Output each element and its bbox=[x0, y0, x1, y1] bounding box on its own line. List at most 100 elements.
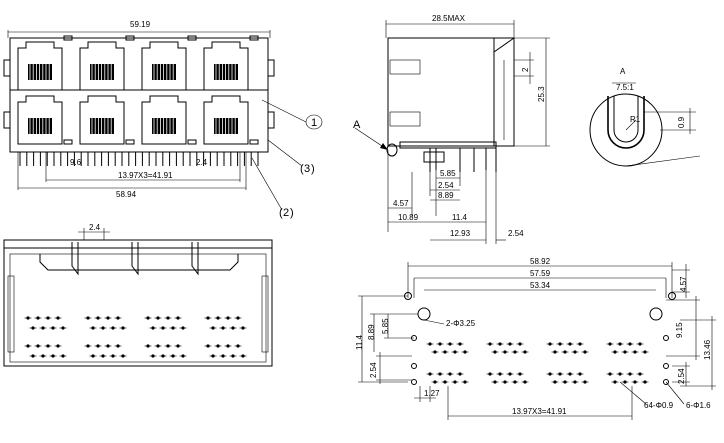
fp-pin bbox=[521, 380, 529, 384]
bottom-pin bbox=[24, 316, 32, 320]
fp-pin bbox=[611, 380, 619, 384]
front-pitch: 13.97X3=41.91 bbox=[118, 171, 173, 180]
fp-d254a: 2.54 bbox=[369, 362, 378, 378]
bottom-pin bbox=[84, 316, 92, 320]
fp-pin bbox=[576, 372, 584, 376]
shield-stub bbox=[191, 242, 199, 276]
side-dim-2: 2 bbox=[521, 67, 530, 72]
fp-pin bbox=[561, 350, 569, 354]
fp-pin bbox=[441, 350, 449, 354]
fp-pin bbox=[556, 342, 564, 346]
bottom-pin bbox=[54, 344, 62, 348]
bottom-pin bbox=[34, 316, 42, 320]
bottom-pin bbox=[49, 354, 57, 358]
led-window bbox=[125, 35, 135, 41]
rj45-port bbox=[17, 41, 63, 91]
bottom-pin bbox=[39, 326, 47, 330]
bottom-pin bbox=[239, 354, 247, 358]
fp-pin bbox=[446, 372, 454, 376]
bottom-pins bbox=[24, 316, 247, 358]
fp-pin bbox=[501, 350, 509, 354]
bottom-pin bbox=[149, 326, 157, 330]
callout-3: 3 bbox=[304, 163, 310, 175]
rj45-port bbox=[141, 41, 187, 91]
ports-row-top bbox=[3, 35, 275, 91]
bottom-body bbox=[3, 239, 273, 367]
detail-dim-09: 0.9 bbox=[677, 116, 686, 128]
detail-label: A bbox=[620, 67, 626, 76]
bottom-pin bbox=[214, 344, 222, 348]
ports-row-bottom bbox=[3, 95, 275, 145]
bottom-pin bbox=[59, 354, 67, 358]
bottom-pin bbox=[89, 354, 97, 358]
bottom-pin bbox=[159, 354, 167, 358]
bottom-pin bbox=[234, 316, 242, 320]
bottom-pin bbox=[154, 316, 162, 320]
fp-pin bbox=[496, 372, 504, 376]
shield-stub bbox=[71, 242, 79, 276]
fp-pin bbox=[551, 380, 559, 384]
bottom-pin bbox=[94, 316, 102, 320]
fp-pin bbox=[621, 380, 629, 384]
fp-pin bbox=[616, 372, 624, 376]
bottom-pin bbox=[224, 344, 232, 348]
side-tab bbox=[3, 59, 11, 77]
fp-pin bbox=[606, 342, 614, 346]
fp-w5334: 53.34 bbox=[530, 281, 551, 290]
fp-pin bbox=[511, 350, 519, 354]
bottom-stubs bbox=[71, 242, 199, 276]
bottom-pin bbox=[109, 326, 117, 330]
fp-d585: 5.85 bbox=[381, 318, 390, 334]
fp-pin bbox=[451, 350, 459, 354]
svg-text:(: ( bbox=[279, 207, 283, 219]
fp-pin bbox=[606, 372, 614, 376]
led-window bbox=[187, 139, 197, 145]
fp-hole-note: 2-Φ3.25 bbox=[446, 319, 476, 328]
fp-pin bbox=[546, 342, 554, 346]
bottom-pin bbox=[24, 344, 32, 348]
bottom-pin bbox=[159, 326, 167, 330]
rj45-port bbox=[79, 41, 125, 91]
bottom-pin bbox=[144, 316, 152, 320]
svg-text:): ) bbox=[290, 207, 294, 219]
shield-stub bbox=[131, 242, 139, 276]
detail-a: A 7.5:1 R1 0.9 bbox=[589, 67, 701, 167]
fp-pin bbox=[546, 372, 554, 376]
bottom-pin bbox=[219, 354, 227, 358]
fp-pin bbox=[456, 372, 464, 376]
svg-text:): ) bbox=[311, 163, 315, 175]
fp-pin bbox=[501, 380, 509, 384]
fp-pin bbox=[566, 372, 574, 376]
led-window bbox=[125, 139, 135, 145]
rj45-port bbox=[79, 95, 125, 145]
bottom-pin bbox=[209, 326, 217, 330]
pcb-footprint: 58.92 57.59 53.34 4.57 2-Φ3.25 11.4 8.89… bbox=[355, 257, 716, 420]
bottom-pin bbox=[109, 354, 117, 358]
fp-pin bbox=[551, 350, 559, 354]
bottom-pin bbox=[224, 316, 232, 320]
side-d1089: 10.89 bbox=[398, 213, 419, 222]
fp-pin bbox=[431, 380, 439, 384]
led-window bbox=[187, 35, 197, 41]
fp-pin bbox=[426, 372, 434, 376]
bottom-pin bbox=[29, 326, 37, 330]
fp-pin-grid bbox=[426, 342, 649, 384]
rj45-port bbox=[203, 95, 249, 145]
bottom-pin bbox=[229, 326, 237, 330]
fp-pin bbox=[571, 380, 579, 384]
front-dim-left: 9.6 bbox=[70, 158, 82, 167]
bottom-pin bbox=[179, 326, 187, 330]
bottom-pin bbox=[114, 344, 122, 348]
led-window bbox=[249, 139, 259, 145]
fp-d889: 8.89 bbox=[367, 324, 376, 340]
fp-pin bbox=[521, 350, 529, 354]
rj45-port bbox=[17, 95, 63, 145]
bottom-pin bbox=[169, 326, 177, 330]
bottom-pin bbox=[154, 344, 162, 348]
bottom-pin bbox=[164, 316, 172, 320]
fp-pin bbox=[641, 380, 649, 384]
side-d114: 11.4 bbox=[452, 213, 468, 222]
fp-pin bbox=[441, 380, 449, 384]
bottom-pin bbox=[44, 316, 52, 320]
